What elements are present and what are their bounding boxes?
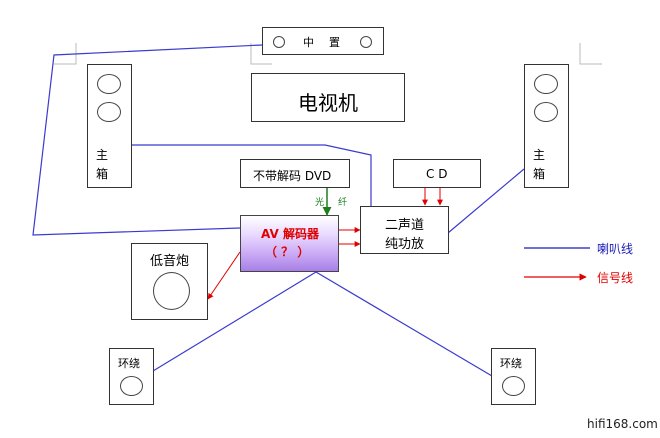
center-speaker-label-left: 中 <box>303 36 314 49</box>
surround-speaker-left: 环绕 <box>109 348 154 405</box>
page-corner-mark-right <box>250 43 272 65</box>
center-speaker: 中 置 <box>262 27 384 55</box>
av-decoder: AV 解码器 （ ？ ） <box>240 215 339 272</box>
surround-left-label: 环绕 <box>118 357 140 370</box>
subwoofer-driver <box>153 272 190 310</box>
main-left-woofer <box>97 102 121 122</box>
center-speaker-driver-right <box>360 36 372 48</box>
surround-speaker-right: 环绕 <box>491 348 536 405</box>
stereo-amplifier: 二声道 纯功放 <box>360 206 449 254</box>
wire-mainright-to-amp <box>447 168 525 234</box>
center-speaker-label-right: 置 <box>329 36 340 49</box>
main-left-tweeter <box>97 74 121 94</box>
surround-right-label: 环绕 <box>500 357 522 370</box>
cd-player: C D <box>393 159 481 188</box>
main-left-label-top: 主 <box>95 148 108 162</box>
page-corner-mark-right2 <box>579 43 602 65</box>
watermark: hifi168.com <box>587 417 658 431</box>
main-left-label-bottom: 箱 <box>95 167 108 181</box>
wire-center-to-decoder <box>32 44 263 236</box>
main-right-label-top: 主 <box>532 148 545 162</box>
surround-left-driver <box>120 376 143 396</box>
page-corner-mark-left <box>54 43 77 65</box>
tv-label: 电视机 <box>298 91 358 115</box>
decoder-label-line2: （ ？ ） <box>265 245 310 259</box>
main-right-woofer <box>534 102 558 122</box>
main-right-label-bottom: 箱 <box>532 167 545 181</box>
optical-label-1: 光 <box>315 198 325 208</box>
wire-decoder-to-subwoofer <box>207 251 241 300</box>
optical-label-2: 纤 <box>338 198 348 208</box>
amp-label-line2: 纯功放 <box>385 237 425 252</box>
dvd-label: 不带解码 DVD <box>253 169 332 183</box>
main-speaker-left: 主 箱 <box>87 64 132 188</box>
legend-signal-wire-label: 信号线 <box>597 271 634 285</box>
cd-label: C D <box>426 167 448 181</box>
main-right-tweeter <box>534 74 558 94</box>
wire-mainleft-to-amp <box>131 144 372 206</box>
decoder-label-line1: AV 解码器 <box>261 227 319 241</box>
legend-speaker-wire-label: 喇叭线 <box>597 242 634 256</box>
amp-label-line1: 二声道 <box>385 218 425 233</box>
wire-decoder-to-surround-right <box>315 271 493 377</box>
main-speaker-right: 主 箱 <box>524 64 569 188</box>
wire-decoder-to-surround-left <box>152 271 317 372</box>
tv: 电视机 <box>251 73 405 122</box>
subwoofer: 低音炮 <box>131 243 208 320</box>
surround-right-driver <box>502 376 525 396</box>
subwoofer-label: 低音炮 <box>150 254 190 269</box>
center-speaker-driver-left <box>273 36 285 48</box>
dvd-player: 不带解码 DVD <box>240 159 350 188</box>
